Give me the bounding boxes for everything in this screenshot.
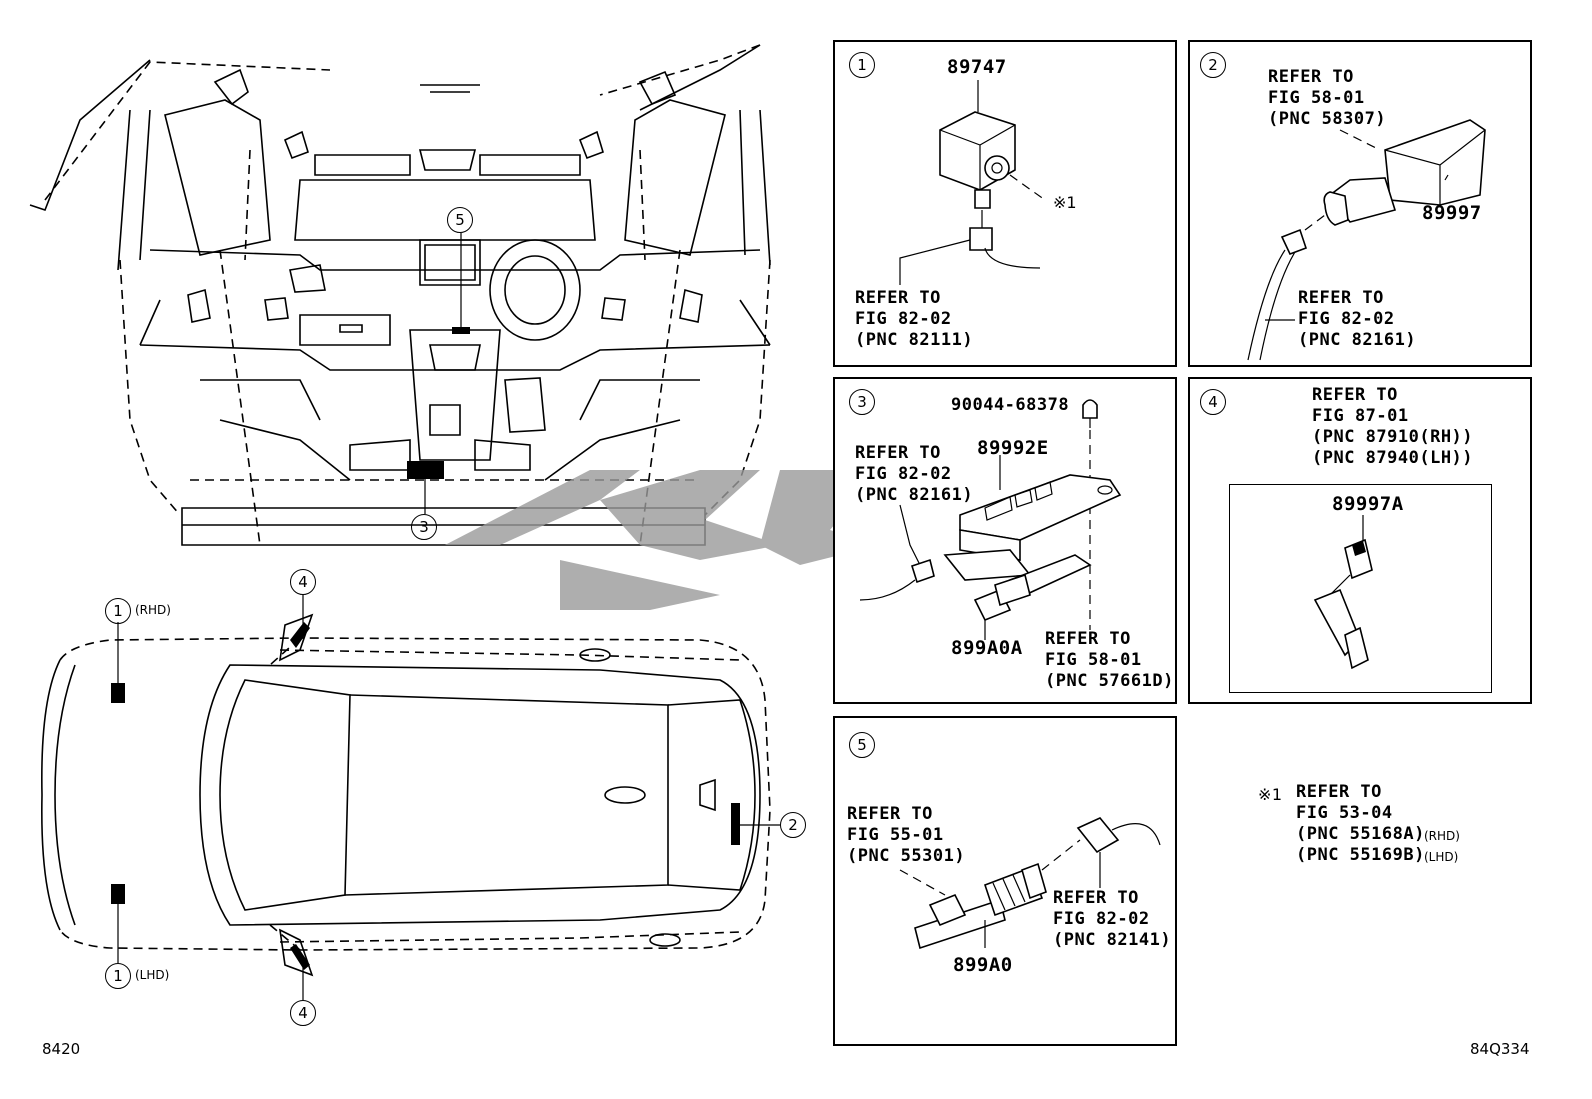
footnote-pnc-lhd: (PNC 55169B) [1296,845,1425,865]
part-89997: 89997 [1422,202,1482,224]
top-callout-1-lhd-label: (LHD) [135,968,170,982]
panel-3-number: 3 [849,389,875,415]
top-callout-1-rhd: 1 [105,598,131,624]
panel-2-number: 2 [1200,52,1226,78]
panel-2-refer-bottom: REFER TO FIG 82-02 (PNC 82161) [1298,288,1417,350]
top-callout-2: 2 [780,812,806,838]
part-89747: 89747 [947,56,1007,78]
panel-5-number: 5 [849,732,875,758]
footer-right-code: 84Q334 [1470,1040,1530,1058]
interior-callout-3: 3 [411,514,437,540]
part-89997A: 89997A [1332,493,1404,515]
panel-4-refer: REFER TO FIG 87-01 (PNC 87910(RH)) (PNC … [1312,385,1474,468]
footnote-lhd: (LHD) [1424,850,1459,864]
part-89992E: 89992E [977,437,1049,459]
footer-left-code: 8420 [42,1040,81,1058]
panel-2-refer-top: REFER TO FIG 58-01 (PNC 58307) [1268,67,1387,129]
top-callout-1-lhd: 1 [105,963,131,989]
footnote-mark: ※1 [1258,785,1283,804]
part-899A0: 899A0 [953,954,1013,976]
panel-4-number: 4 [1200,389,1226,415]
panel-3-refer-bottom: REFER TO FIG 58-01 (PNC 57661D) [1045,629,1174,691]
footnote-rhd: (RHD) [1424,829,1460,843]
panel-5-refer-right: REFER TO FIG 82-02 (PNC 82141) [1053,888,1172,950]
panel-1-refer: REFER TO FIG 82-02 (PNC 82111) [855,288,974,350]
interior-callout-5: 5 [447,207,473,233]
footnote-line-2: FIG 53-04 [1296,803,1393,823]
footnote-pnc-rhd: (PNC 55168A) [1296,824,1425,844]
panel-5-refer-left: REFER TO FIG 55-01 (PNC 55301) [847,804,966,866]
top-callout-1-rhd-label: (RHD) [135,603,171,617]
top-callout-4-lower: 4 [290,1000,316,1026]
top-callout-4-upper: 4 [290,569,316,595]
panel-1-number: 1 [849,52,875,78]
screw-90044-68378: 90044-68378 [951,395,1070,415]
panel-1: 1 89747 ※1 REFER TO FIG 82-02 (PNC 82111… [833,40,1177,367]
footnote-line-1: REFER TO [1296,782,1382,802]
star-ref-1: ※1 [1053,193,1077,212]
panel-3-refer-left: REFER TO FIG 82-02 (PNC 82161) [855,443,974,505]
part-899A0A: 899A0A [951,637,1023,659]
